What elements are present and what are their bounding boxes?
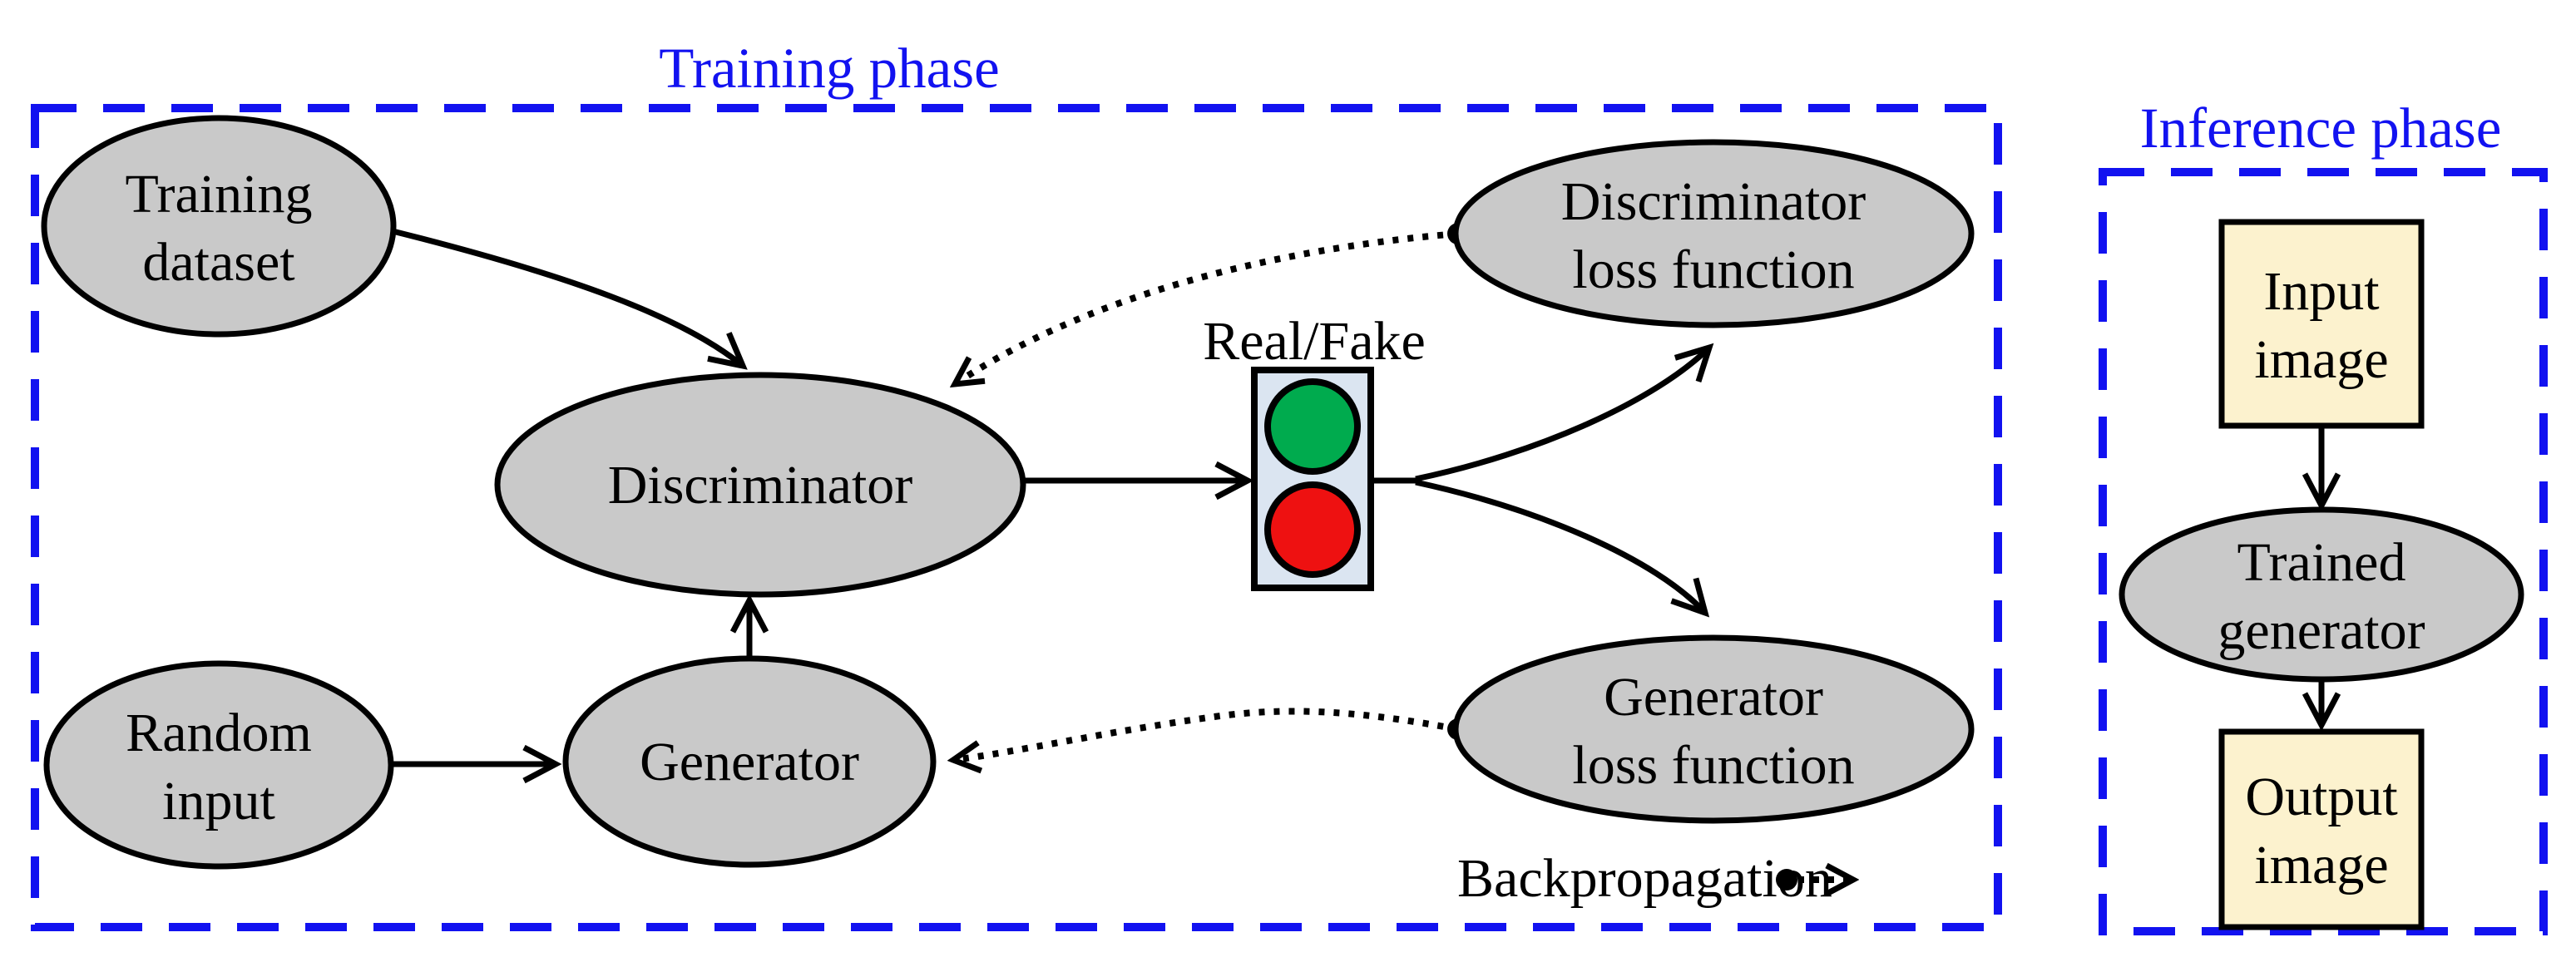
inference-phase-title: Inference phase — [2140, 96, 2502, 160]
output-image-label-line1: Output — [2245, 767, 2397, 827]
backpropagation-legend-dot — [1776, 869, 1797, 890]
inference-phase-box — [2099, 168, 2548, 935]
training-phase-title: Training phase — [659, 37, 1000, 100]
training-phase-box — [31, 104, 2002, 931]
training-dataset-label-line2: dataset — [142, 232, 294, 293]
discriminator-loss-label-line1: Discriminator — [1561, 171, 1866, 232]
green-light-icon — [1264, 378, 1361, 475]
real-fake-label: Real/Fake — [1203, 311, 1426, 372]
random-input-node — [43, 660, 394, 870]
generator-node — [562, 655, 937, 868]
edge-discriminator-loss-to-discriminator-backprop — [955, 230, 1459, 384]
training-dataset-node — [41, 115, 397, 338]
trained-generator-node — [2119, 506, 2524, 683]
red-light-icon — [1264, 481, 1361, 578]
discriminator-node — [494, 372, 1026, 598]
generator-label: Generator — [640, 732, 859, 792]
generator-loss-node — [1452, 634, 1975, 824]
random-input-label-line1: Random — [126, 703, 312, 763]
discriminator-label: Discriminator — [608, 455, 913, 516]
edge-generator-loss-to-generator-backprop — [953, 708, 1459, 760]
edge-traffic-light-to-generator-loss — [1415, 479, 1710, 618]
trained-generator-label-line1: Trained — [2237, 532, 2406, 593]
generator-loss-label-line1: Generator — [1604, 667, 1823, 728]
training-dataset-label-line1: Training — [126, 164, 313, 224]
backpropagation-legend-label: Backpropagation — [1457, 848, 1832, 909]
discriminator-loss-node — [1452, 139, 1975, 328]
random-input-label-line2: input — [162, 771, 275, 831]
edge-training-dataset-to-discriminator — [392, 228, 748, 370]
input-image-label-line1: Input — [2263, 261, 2379, 322]
trained-generator-label-line2: generator — [2218, 600, 2425, 661]
input-image-label-line2: image — [2254, 329, 2388, 390]
output-image-label-line2: image — [2254, 835, 2388, 895]
generator-loss-label-line2: loss function — [1572, 735, 1854, 796]
input-image-node — [2218, 219, 2425, 429]
edge-traffic-light-to-discriminator-loss — [1415, 343, 1714, 482]
output-image-node — [2218, 728, 2425, 930]
discriminator-loss-label-line2: loss function — [1572, 239, 1854, 300]
